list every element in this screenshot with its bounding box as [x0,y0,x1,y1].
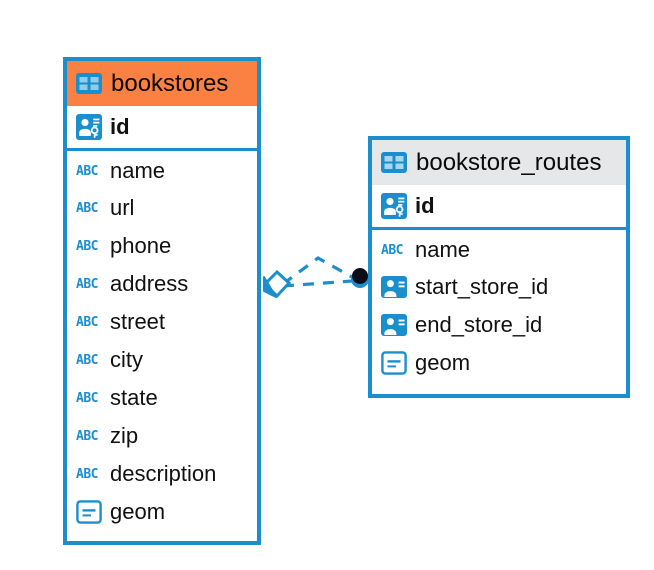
field-row[interactable]: ABC url [67,189,257,227]
abc-text-icon: ABC [76,276,98,292]
primary-key-icon [381,193,407,219]
field-label: state [110,385,158,410]
primary-key-icon [76,114,102,140]
field-label: geom [110,499,166,524]
abc-text-icon: ABC [76,238,98,254]
field-row[interactable]: ABC name [67,151,257,189]
field-label: zip [110,423,139,448]
abc-text-icon: ABC [76,352,98,368]
field-label: city [110,347,143,372]
geometry-icon [76,500,102,524]
diamond-marker [262,269,292,299]
field-label: end_store_id [415,312,543,337]
geometry-icon [381,351,407,375]
entity-title: bookstore_routes [416,148,602,176]
field-row[interactable]: ABC name [372,230,626,268]
foreign-key-icon [381,314,407,336]
field-label: phone [110,233,172,258]
entity-bookstores[interactable]: bookstores [63,57,261,545]
field-row[interactable]: ABC city [67,341,257,379]
field-row[interactable]: id [372,185,626,230]
abc-text-icon: ABC [76,466,98,482]
field-row[interactable]: end_store_id [372,306,626,344]
field-row[interactable]: ABC state [67,379,257,417]
field-row[interactable]: ABC address [67,265,257,303]
entity-title: bookstores [111,69,229,97]
entity-body-bookstores: id ABC name ABC url ABC phone ABC addres… [67,106,257,531]
field-label: url [110,195,135,220]
abc-text-icon: ABC [76,200,98,216]
field-row[interactable]: ABC street [67,303,257,341]
field-label: id [110,114,130,139]
abc-text-icon: ABC [381,242,403,258]
field-row[interactable]: ABC phone [67,227,257,265]
field-label: id [415,193,435,218]
abc-text-icon: ABC [76,314,98,330]
filled-circle-marker [351,268,369,288]
foreign-key-icon [381,276,407,298]
field-row[interactable]: geom [67,493,257,531]
field-row[interactable]: start_store_id [372,268,626,306]
table-icon [76,73,102,94]
field-label: street [110,309,166,334]
entity-bookstore-routes[interactable]: bookstore_routes [368,136,630,398]
field-label: start_store_id [415,274,549,299]
abc-text-icon: ABC [76,428,98,444]
abc-text-icon: ABC [76,163,98,179]
field-label: description [110,461,217,486]
entity-body-bookstore-routes: id ABC name start_store_id [372,185,626,382]
relationship-line-lower [282,279,353,288]
field-label: address [110,271,189,296]
field-label: name [110,158,166,183]
relationship-line-upper [282,256,353,286]
field-label: name [415,237,471,262]
field-row[interactable]: id [67,106,257,151]
field-label: geom [415,350,471,375]
entity-header-bookstores[interactable]: bookstores [67,61,257,106]
table-icon [381,152,407,173]
field-row[interactable]: ABC description [67,455,257,493]
entity-header-bookstore-routes[interactable]: bookstore_routes [372,140,626,185]
field-row[interactable]: ABC zip [67,417,257,455]
field-row[interactable]: geom [372,344,626,382]
abc-text-icon: ABC [76,390,98,406]
